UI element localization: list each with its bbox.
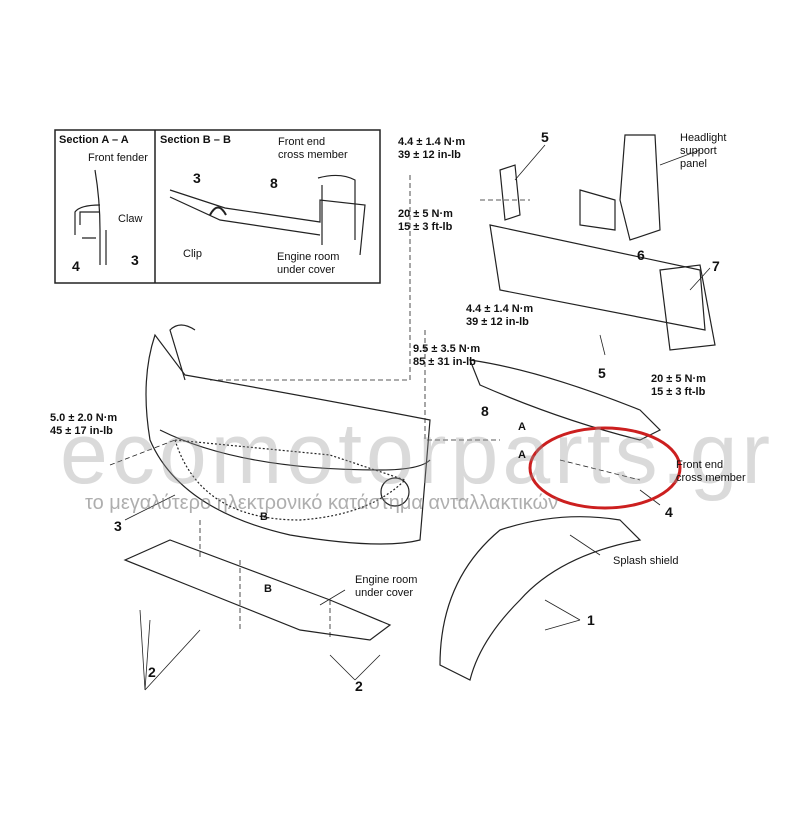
claw-label: Claw — [118, 213, 143, 225]
watermark-tagline: το μεγαλύτερο ηλεκτρονικό κατάστημα αντα… — [85, 492, 559, 514]
part-number: 4 — [665, 504, 673, 520]
section-b-marker: B — [260, 511, 268, 523]
front-fender-label: Front fender — [88, 152, 148, 164]
splash-shield — [439, 516, 642, 681]
part-number: 5 — [598, 365, 606, 381]
engine-room-under-cover — [123, 539, 392, 641]
part-number: 5 — [541, 129, 549, 145]
part-number: 8 — [481, 403, 489, 419]
part-number: 2 — [355, 678, 363, 694]
part-number: 6 — [637, 247, 645, 263]
front-bumper — [145, 333, 431, 545]
headlight-support-panel — [619, 134, 661, 241]
part-number: 3 — [114, 518, 122, 534]
part-number: 4 — [72, 258, 80, 274]
watermark-brand: ecomotorparts.gr — [60, 406, 775, 502]
section-b-title: Section B – B — [160, 134, 231, 146]
part-number: 8 — [270, 175, 278, 191]
highlight-circle — [528, 426, 682, 510]
section-a-marker: A — [518, 421, 526, 433]
clip-label: Clip — [183, 248, 202, 260]
section-cross-member-label: Front end cross member — [278, 136, 348, 161]
section-a-marker: A — [518, 449, 526, 461]
part-number: 2 — [148, 664, 156, 680]
part-number: 1 — [587, 612, 595, 628]
splash-shield-label: Splash shield — [613, 555, 679, 567]
section-inset-box — [54, 129, 381, 284]
radiator-support — [489, 224, 706, 331]
section-b-marker: B — [264, 583, 272, 595]
part-number: 3 — [193, 170, 201, 186]
section-under-cover-label: Engine room under cover — [277, 251, 340, 276]
part-number: 7 — [712, 258, 720, 274]
section-a-title: Section A – A — [59, 134, 129, 146]
part-number: 3 — [131, 252, 139, 268]
